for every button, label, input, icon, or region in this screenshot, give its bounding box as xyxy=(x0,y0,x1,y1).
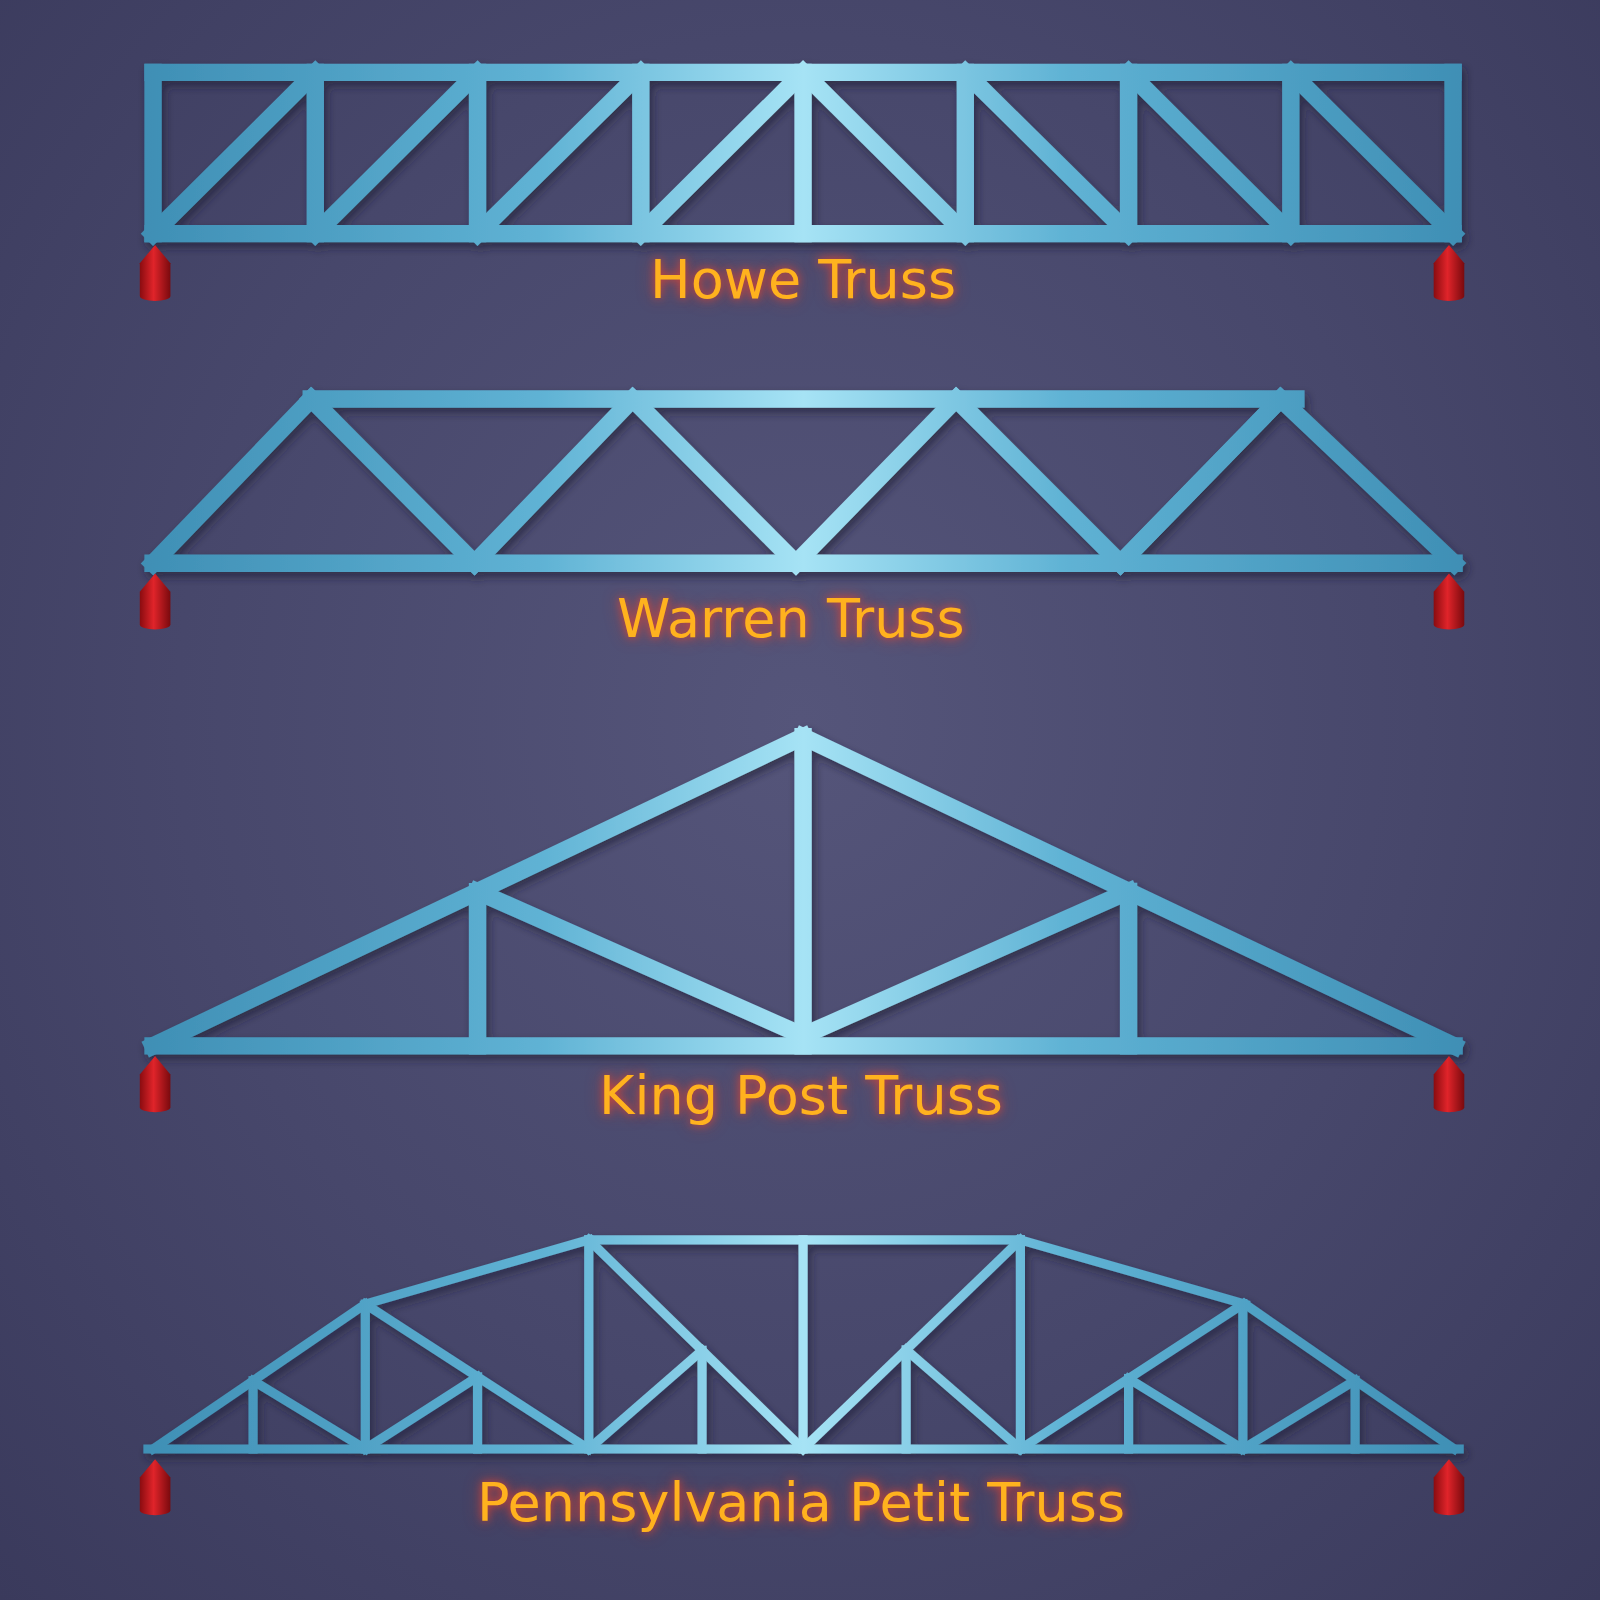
support-pin-body xyxy=(1434,1459,1465,1515)
truss-member xyxy=(803,1240,1020,1449)
support-pin xyxy=(1434,1056,1465,1112)
support-pin-body xyxy=(140,245,171,301)
support-pin xyxy=(140,245,171,301)
truss-member xyxy=(906,1350,1020,1449)
truss-member xyxy=(1282,72,1299,233)
truss-member xyxy=(1351,1380,1360,1449)
truss-member xyxy=(697,1350,706,1449)
support-pin-body xyxy=(1434,1056,1465,1112)
truss-member xyxy=(474,399,632,563)
truss-member xyxy=(144,72,161,233)
truss-member xyxy=(632,72,649,233)
truss-member xyxy=(469,72,486,233)
truss-member xyxy=(253,1381,365,1449)
truss-member xyxy=(478,72,641,233)
truss-member xyxy=(1120,399,1280,563)
truss-member xyxy=(361,1304,370,1449)
support-pin-body xyxy=(140,1459,171,1515)
truss-member xyxy=(803,891,1129,1035)
truss-member xyxy=(1291,72,1453,233)
truss-member xyxy=(798,1240,807,1449)
support-pin-body xyxy=(1434,245,1465,301)
truss-member xyxy=(1016,1240,1025,1449)
truss-member xyxy=(478,892,804,1036)
support-pin-body xyxy=(140,1056,171,1112)
truss-label: Pennsylvania Petit Truss xyxy=(477,1476,1125,1530)
truss-member xyxy=(365,1304,588,1449)
truss-member xyxy=(1243,1380,1355,1449)
truss-member xyxy=(633,399,796,563)
truss-member xyxy=(957,72,974,233)
truss-member xyxy=(1129,1379,1243,1449)
truss-label: King Post Truss xyxy=(599,1069,1003,1123)
truss-label: Warren Truss xyxy=(617,592,965,646)
truss-member xyxy=(641,72,803,233)
truss-member xyxy=(794,737,811,1046)
truss-member xyxy=(248,1381,257,1449)
truss-member xyxy=(1120,399,1280,563)
truss-member xyxy=(153,399,311,563)
support-pin-body xyxy=(140,573,171,629)
howe-truss xyxy=(153,72,1453,233)
truss-member xyxy=(307,72,324,233)
truss-member xyxy=(1129,72,1291,233)
truss-member xyxy=(1120,72,1137,233)
truss-member xyxy=(311,399,474,563)
truss-member xyxy=(956,399,1120,563)
truss-member xyxy=(365,1377,477,1449)
truss-member xyxy=(1124,1379,1133,1449)
truss-member xyxy=(584,1240,593,1449)
truss-label: Howe Truss xyxy=(650,253,956,307)
support-pin xyxy=(1434,1459,1465,1515)
support-pin xyxy=(140,573,171,629)
truss-member xyxy=(473,1377,482,1449)
truss-member xyxy=(589,1350,702,1449)
king-post-truss xyxy=(153,737,1454,1046)
pennsylvania-petit-truss xyxy=(148,1240,1459,1449)
truss-member xyxy=(794,72,811,233)
truss-member xyxy=(365,1240,588,1304)
truss-member xyxy=(1020,1240,1244,1304)
truss-member xyxy=(796,399,956,563)
truss-member xyxy=(153,1304,365,1449)
truss-member xyxy=(803,72,965,233)
truss-member xyxy=(1281,399,1454,563)
support-pin xyxy=(140,1459,171,1515)
truss-member xyxy=(469,892,486,1046)
truss-member xyxy=(311,390,1296,407)
truss-member xyxy=(1238,1303,1247,1448)
truss-member xyxy=(315,72,477,233)
support-pin xyxy=(1434,245,1465,301)
truss-member xyxy=(589,1240,803,1449)
truss-member xyxy=(803,737,1454,1046)
truss-member xyxy=(153,72,315,233)
truss-member xyxy=(153,737,803,1046)
support-pin xyxy=(140,1056,171,1112)
truss-member xyxy=(1120,891,1137,1046)
truss-member xyxy=(1020,1304,1242,1449)
truss-member xyxy=(902,1350,911,1449)
support-pin-body xyxy=(1434,573,1465,629)
warren-truss xyxy=(153,399,1454,563)
support-pin xyxy=(1434,573,1465,629)
truss-member xyxy=(965,72,1128,233)
truss-member xyxy=(1444,72,1461,233)
